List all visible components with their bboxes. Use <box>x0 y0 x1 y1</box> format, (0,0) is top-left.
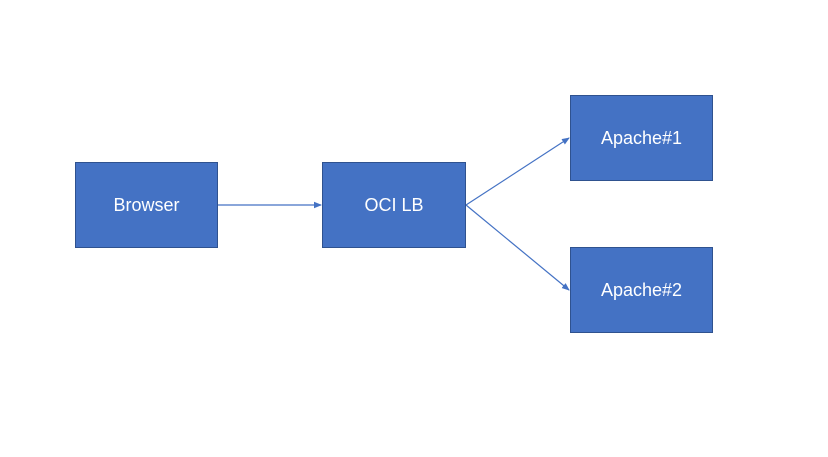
node-browser: Browser <box>75 162 218 248</box>
node-oci-lb-label: OCI LB <box>364 194 424 215</box>
node-apache-2-label: Apache#2 <box>600 279 683 300</box>
node-oci-lb: OCI LB <box>322 162 466 248</box>
node-apache-1-label: Apache#1 <box>600 127 683 148</box>
node-browser-label: Browser <box>113 194 180 215</box>
edge-lb-to-apache1 <box>465 137 570 206</box>
node-apache-1: Apache#1 <box>570 95 713 181</box>
edge-lb-to-apache2 <box>465 204 570 291</box>
node-apache-2: Apache#2 <box>570 247 713 333</box>
